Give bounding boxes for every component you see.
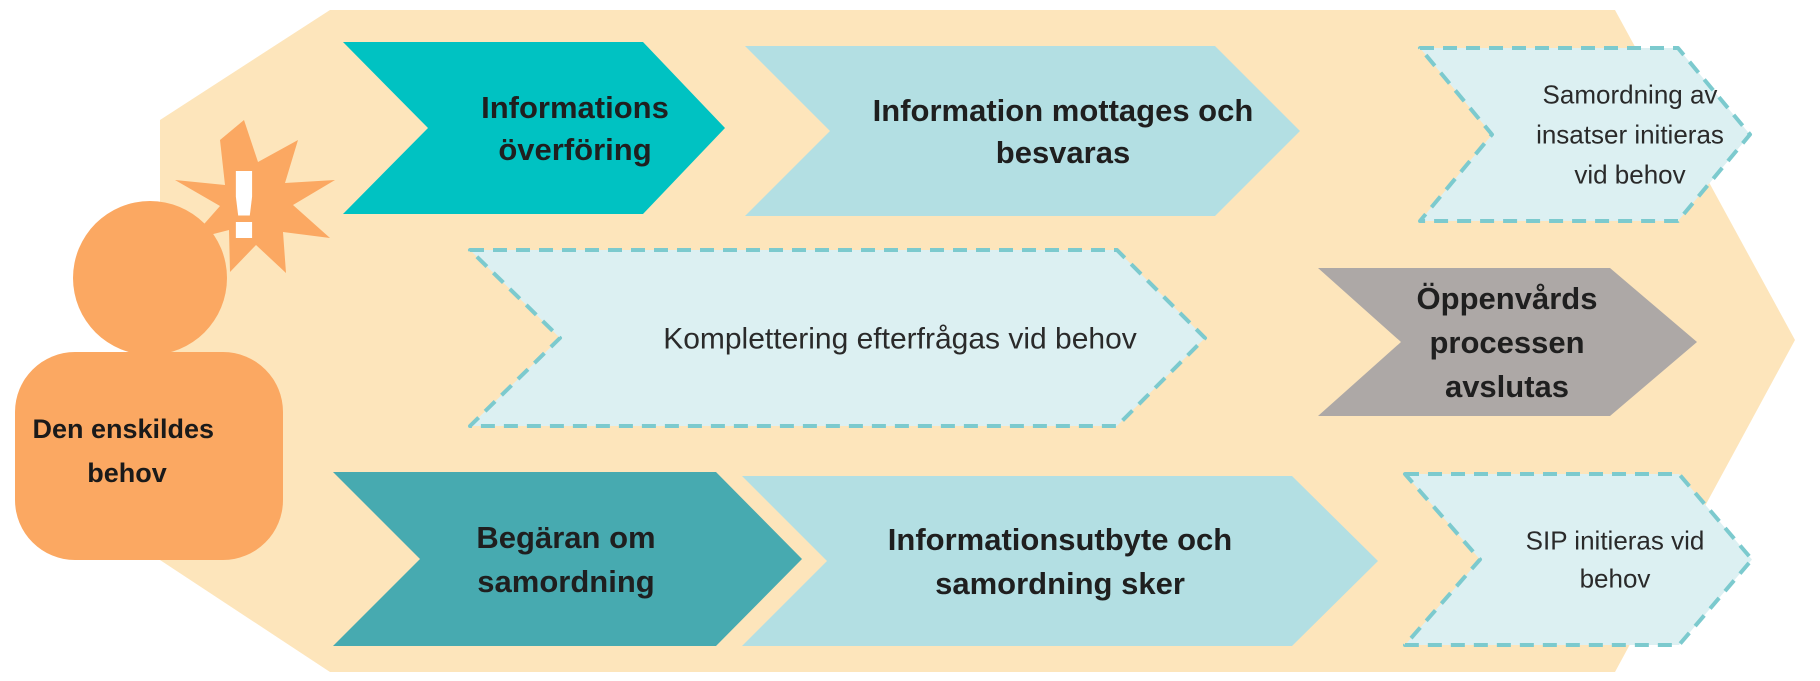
step-label: SIP initieras vid — [1526, 526, 1705, 556]
step-label: överföring — [498, 132, 651, 167]
process-steps: Informations överföring Information mottag… — [333, 42, 1754, 647]
step-arrow-shape — [333, 472, 802, 646]
process-step: Begäran om samordning — [333, 472, 802, 646]
step-label: Information mottages och — [873, 93, 1254, 128]
step-arrow-shape — [742, 476, 1378, 646]
process-step: Informations överföring — [343, 42, 725, 214]
step-label: Komplettering efterfrågas vid behov — [663, 323, 1137, 356]
person-body — [15, 352, 283, 560]
step-label: behov — [1580, 564, 1651, 594]
step-label: Informationsutbyte och — [888, 522, 1232, 557]
person-label: Den enskildes behov — [32, 414, 221, 488]
person-head — [73, 201, 227, 355]
step-arrow-shape — [1403, 472, 1754, 647]
step-arrow-shape — [1418, 46, 1752, 223]
step-label: processen — [1429, 325, 1584, 360]
process-step: SIP initieras vid behov — [1403, 472, 1754, 647]
person-label-line: behov — [87, 458, 167, 488]
step-label: avslutas — [1445, 369, 1569, 404]
step-arrow-shape — [343, 42, 725, 214]
step-label: insatser initieras — [1536, 120, 1724, 150]
process-step: Informationsutbyte och samordning sker — [742, 476, 1378, 646]
process-step: Öppenvårds processen avslutas — [1318, 268, 1697, 416]
step-arrow-shape — [468, 248, 1207, 428]
step-label: Begäran om — [476, 520, 655, 555]
step-label: samordning sker — [935, 566, 1185, 601]
step-label: besvaras — [996, 135, 1130, 170]
step-label: samordning — [477, 564, 654, 599]
exclamation-icon: ! — [223, 153, 265, 260]
step-label: Informations — [481, 90, 669, 125]
process-step: Komplettering efterfrågas vid behov — [468, 248, 1207, 428]
step-label: Samordning av — [1543, 80, 1718, 110]
step-label: Öppenvårds — [1417, 281, 1598, 316]
step-label: vid behov — [1574, 160, 1685, 190]
person-alert-icon: ! Den enskildes behov — [15, 120, 335, 560]
step-arrow-shape — [745, 46, 1300, 216]
step-arrow-shape — [1318, 268, 1697, 416]
alert-burst-icon — [175, 120, 335, 273]
process-step: Information mottages och besvaras — [745, 46, 1300, 216]
person-label-line: Den enskildes — [32, 414, 214, 444]
process-step: Samordning av insatser initieras vid behov — [1418, 46, 1752, 223]
